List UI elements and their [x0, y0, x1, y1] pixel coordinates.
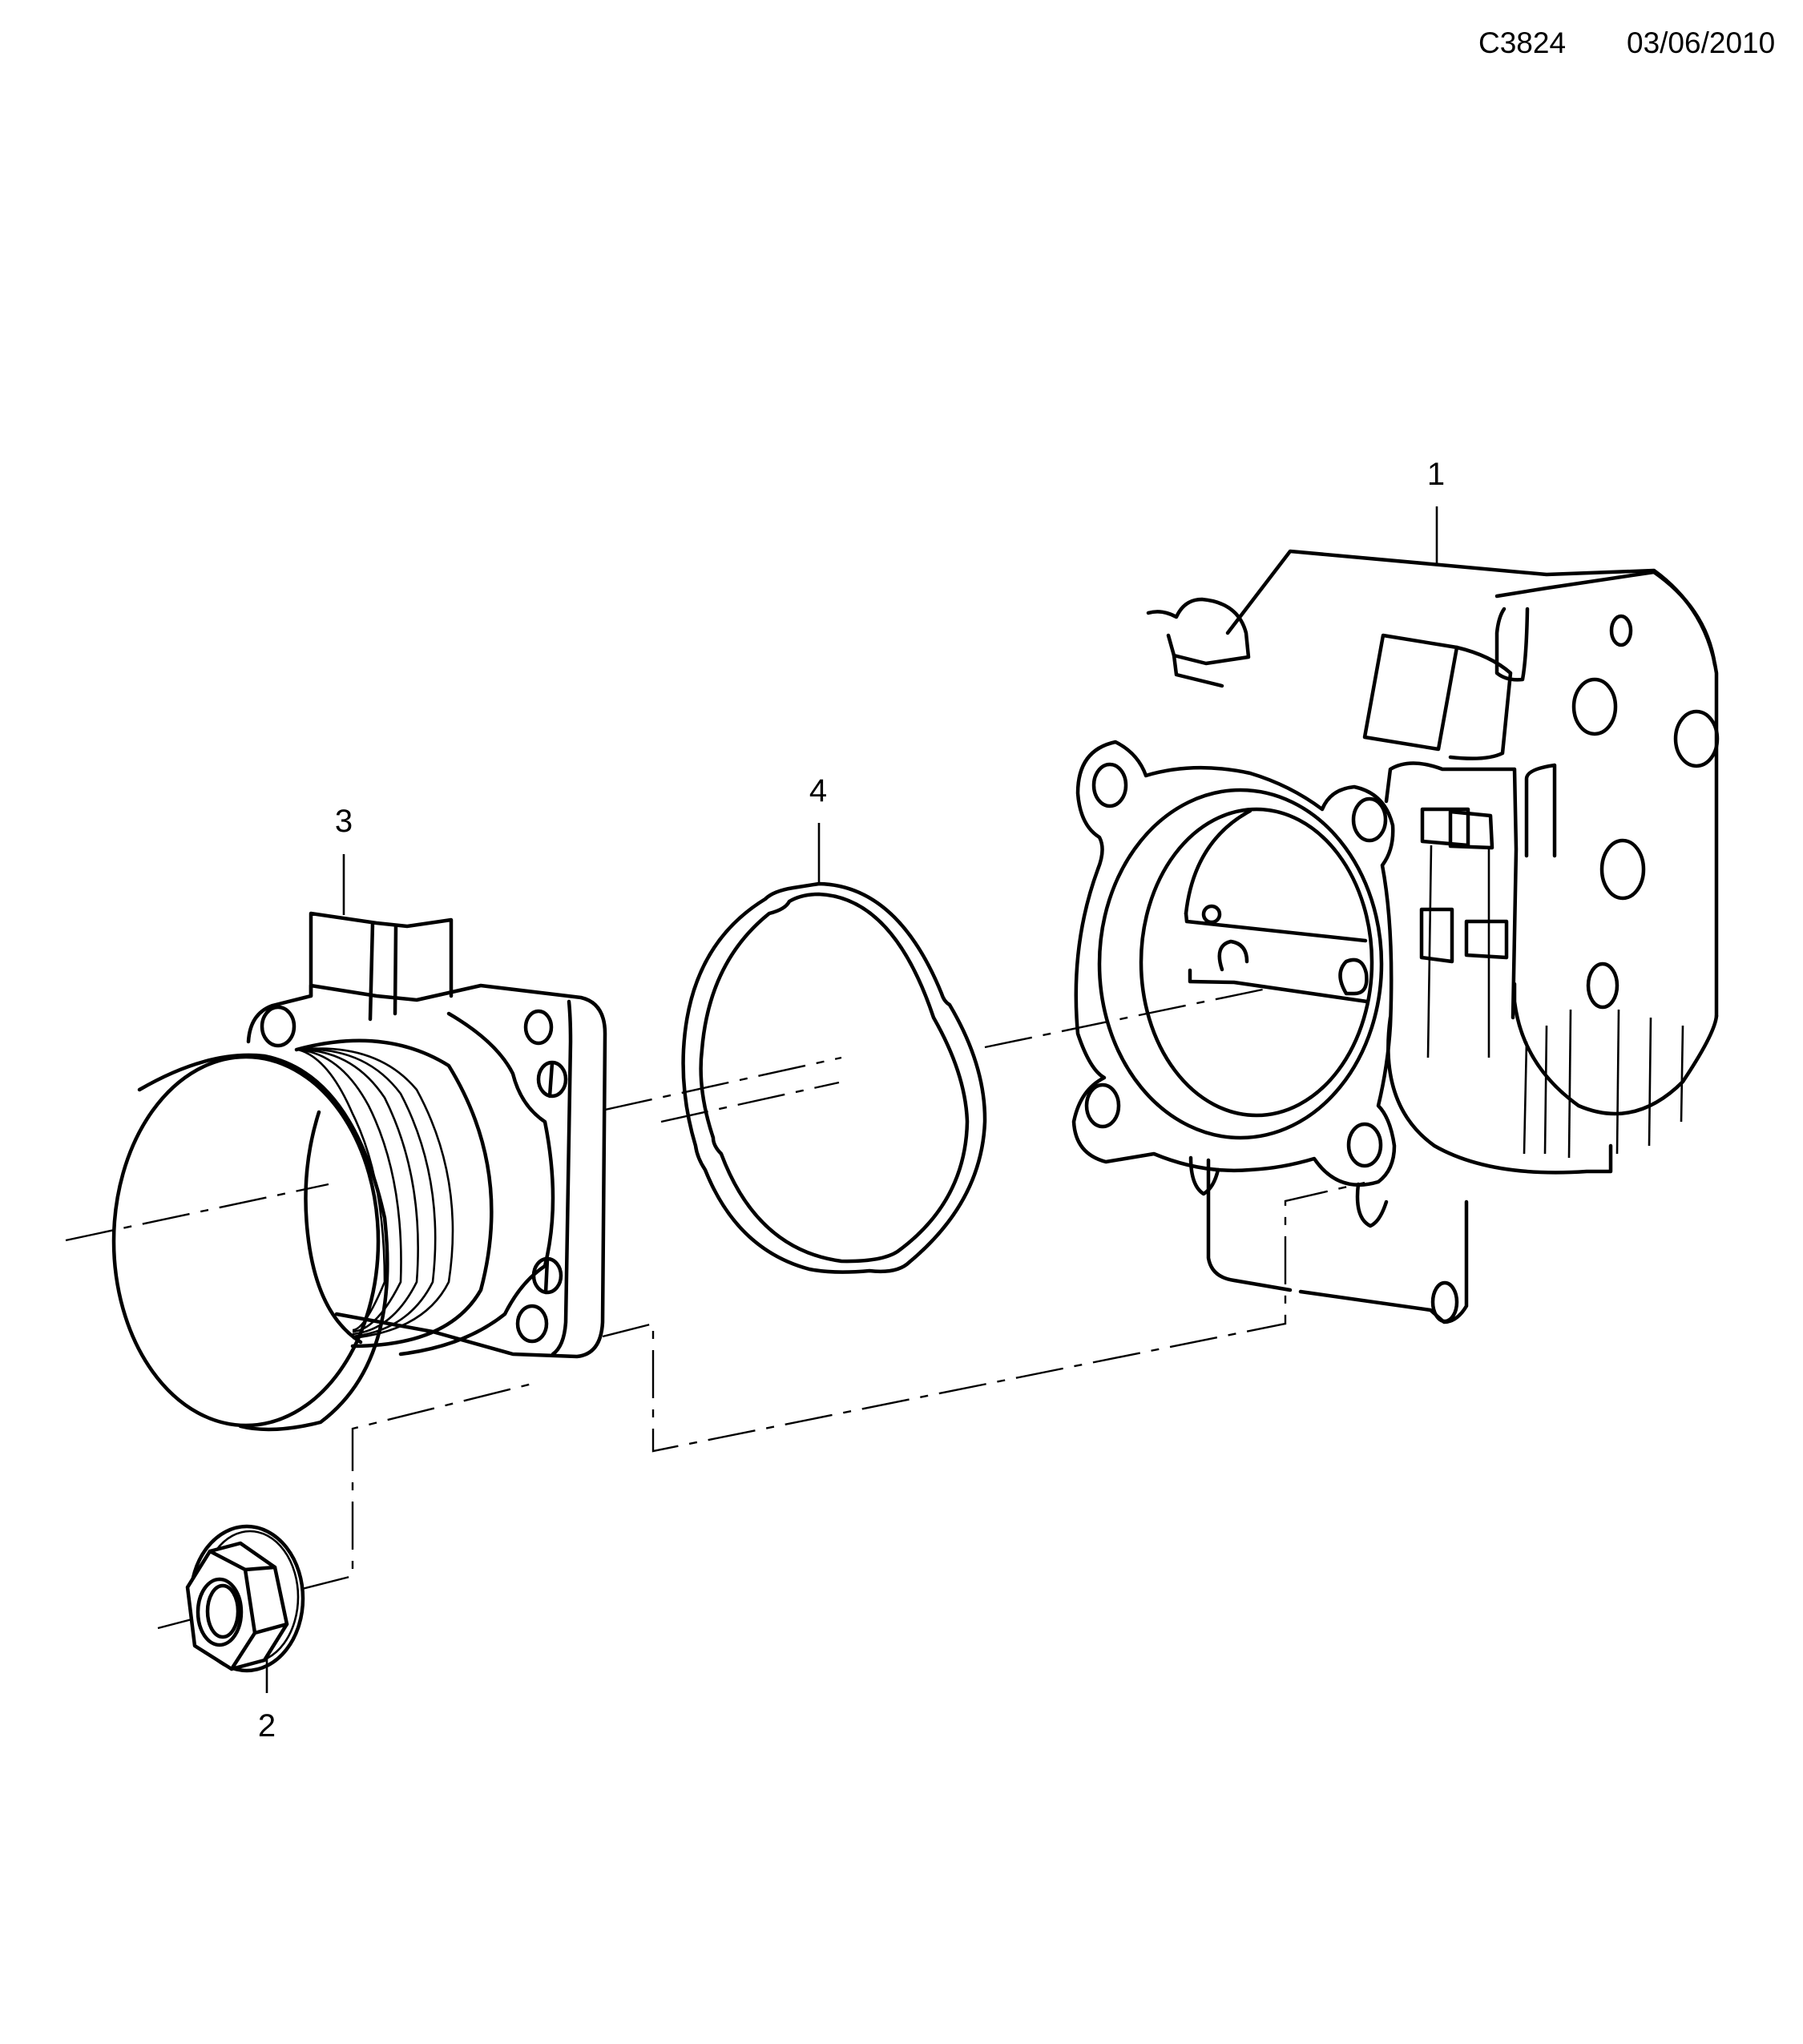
drawing-date: 03/06/2010 [1627, 26, 1776, 59]
part-1-throttle-body [1071, 549, 1720, 1324]
part-3-intake-adapter [111, 911, 607, 1432]
callout-4: 4 [809, 773, 828, 808]
callout-2: 2 [257, 1708, 276, 1744]
callout-leaders [265, 506, 1438, 1693]
drawing-code: C3824 [1478, 26, 1567, 59]
callout-1: 1 [1426, 457, 1446, 492]
assembly-centerlines [65, 986, 1365, 1630]
callout-3: 3 [334, 804, 353, 839]
part-2-flange-nut [185, 1524, 305, 1673]
part-4-gasket-ring [681, 881, 987, 1274]
